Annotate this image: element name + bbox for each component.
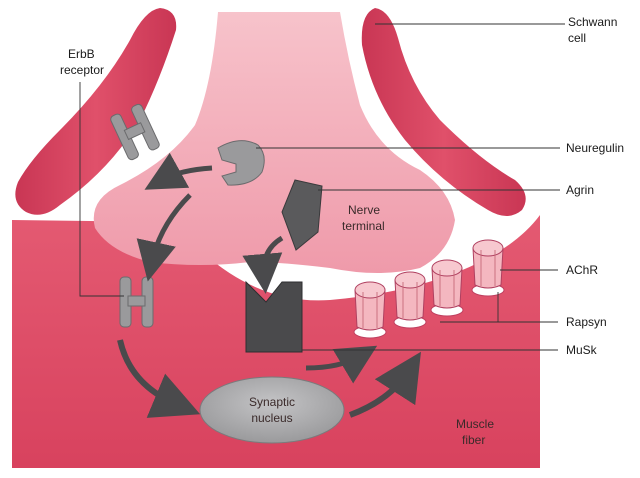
achr-label: AChR (566, 263, 598, 277)
neuregulin-label: Neuregulin (566, 141, 624, 155)
schwann-cell-left (15, 8, 177, 215)
neuregulin (217, 140, 265, 186)
signal-arrows (117, 152, 421, 418)
achr-receptor (430, 259, 464, 317)
nerve-terminal-label-line2: terminal (342, 219, 385, 233)
achr-receptor (393, 271, 427, 329)
achr-receptor (353, 281, 387, 339)
achr-cluster (353, 239, 505, 339)
erbb-receptor-muscle (119, 276, 154, 328)
schwann-cell-right (361, 8, 526, 216)
leader-lines (79, 23, 565, 351)
erbb-receptor-schwann (110, 103, 160, 161)
schwann-cell-label-line1: Schwann (568, 15, 617, 29)
agrin (281, 179, 323, 251)
musk-label: MuSk (566, 343, 598, 357)
synaptic-nucleus-label-line1: Synaptic (249, 395, 295, 409)
erbb-receptor-label-line1: ErbB (68, 47, 95, 61)
synaptic-nucleus (199, 376, 345, 444)
muscle-fiber-label-line2: fiber (462, 433, 485, 447)
synaptic-nucleus-label-line2: nucleus (251, 411, 292, 425)
achr-receptor (471, 239, 505, 297)
schwann-cell-label-line2: cell (568, 31, 586, 45)
nerve-terminal (93, 12, 455, 273)
muscle-fiber-label-line1: Muscle (456, 417, 494, 431)
musk (245, 280, 303, 353)
agrin-label: Agrin (566, 183, 594, 197)
rapsyn-label: Rapsyn (566, 315, 607, 329)
erbb-receptor-label-line2: receptor (60, 63, 104, 77)
nerve-terminal-label-line1: Nerve (348, 203, 380, 217)
